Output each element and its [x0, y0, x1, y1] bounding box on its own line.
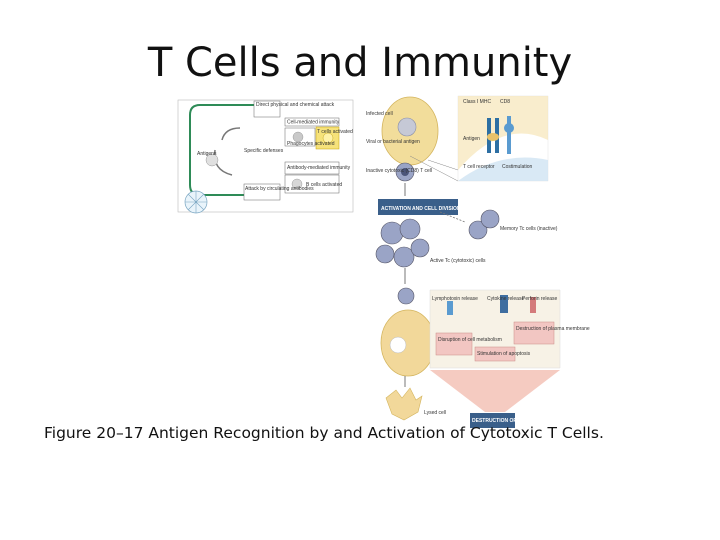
activation-label: ACTIVATION AND CELL DIVISION — [381, 206, 461, 212]
memory-t-cells — [468, 209, 500, 240]
active-t-cell-icon — [397, 287, 415, 305]
inset-t-cells-label: T cells activated — [317, 129, 353, 135]
class-i-mhc-label: Class I MHC — [463, 99, 491, 105]
activation-banner — [378, 199, 458, 215]
perforin-label: Perforin release — [522, 296, 558, 302]
inset-attack-antibodies-label: Attack by circulating antibodies — [245, 186, 314, 192]
dividing-t-cells — [375, 218, 430, 268]
antigen-label: Antigen — [463, 136, 480, 142]
inset-specific-defenses-label: Specific defenses — [244, 148, 284, 154]
inactive-t-cell-label: Inactive cytotoxic (CD8) T cell — [366, 168, 432, 174]
destruction-target-label: DESTRUCTION OF TARGET CELL — [472, 418, 552, 424]
inset-direct-attack-label: Direct physical and chemical attack — [256, 102, 335, 108]
inset-antibody-mediated-label: Antibody-mediated immunity — [287, 165, 351, 171]
inset-phagocytes-label: Phagocytes activated — [287, 141, 335, 147]
target-cell-icon — [380, 309, 436, 377]
slide-title: T Cells and Immunity — [147, 40, 573, 86]
phagocyte-icon — [292, 131, 304, 143]
cytokine-label: Cytokine release — [487, 296, 524, 302]
antigen-cell-icon — [205, 153, 219, 167]
figure-caption: Figure 20–17 Antigen Recognition by and … — [44, 424, 604, 442]
memory-cells-label: Memory Tc cells (inactive) — [500, 226, 558, 232]
costimulation-label: Costimulation — [502, 164, 533, 170]
t-cell-receptor-label: T cell receptor — [463, 164, 495, 170]
t-cell-icon — [322, 132, 334, 144]
destruction-banner — [470, 413, 515, 428]
inset-cell-mediated-label: Cell-mediated immunity — [287, 120, 340, 126]
inset-b-cells-label: B cells activated — [306, 182, 342, 188]
infected-cell-label: Infected cell — [366, 111, 393, 117]
disruption-label: Disruption of cell metabolism — [438, 337, 502, 343]
receptor-complex-icon — [487, 116, 514, 154]
lymphotoxin-label: Lymphotoxin release — [432, 296, 478, 302]
stimulation-label: Stimulation of apoptosis — [477, 351, 531, 357]
immunity-overview-inset: Direct physical and chemical attack Cell… — [177, 99, 354, 214]
viral-antigen-label: Viral or bacterial antigen — [366, 139, 420, 145]
antigen-virus-icon — [184, 190, 208, 214]
b-cell-icon — [291, 178, 303, 190]
lysed-cell-icon — [385, 387, 423, 421]
cd8-label: CD8 — [500, 99, 510, 105]
active-t-cells-label: Active Tc (cytotoxic) cells — [430, 258, 486, 264]
inset-antigens-label: Antigens — [197, 151, 217, 157]
lysed-cell-label: Lysed cell — [424, 410, 446, 416]
destruction-membrane-label: Destruction of plasma membrane — [516, 326, 590, 332]
